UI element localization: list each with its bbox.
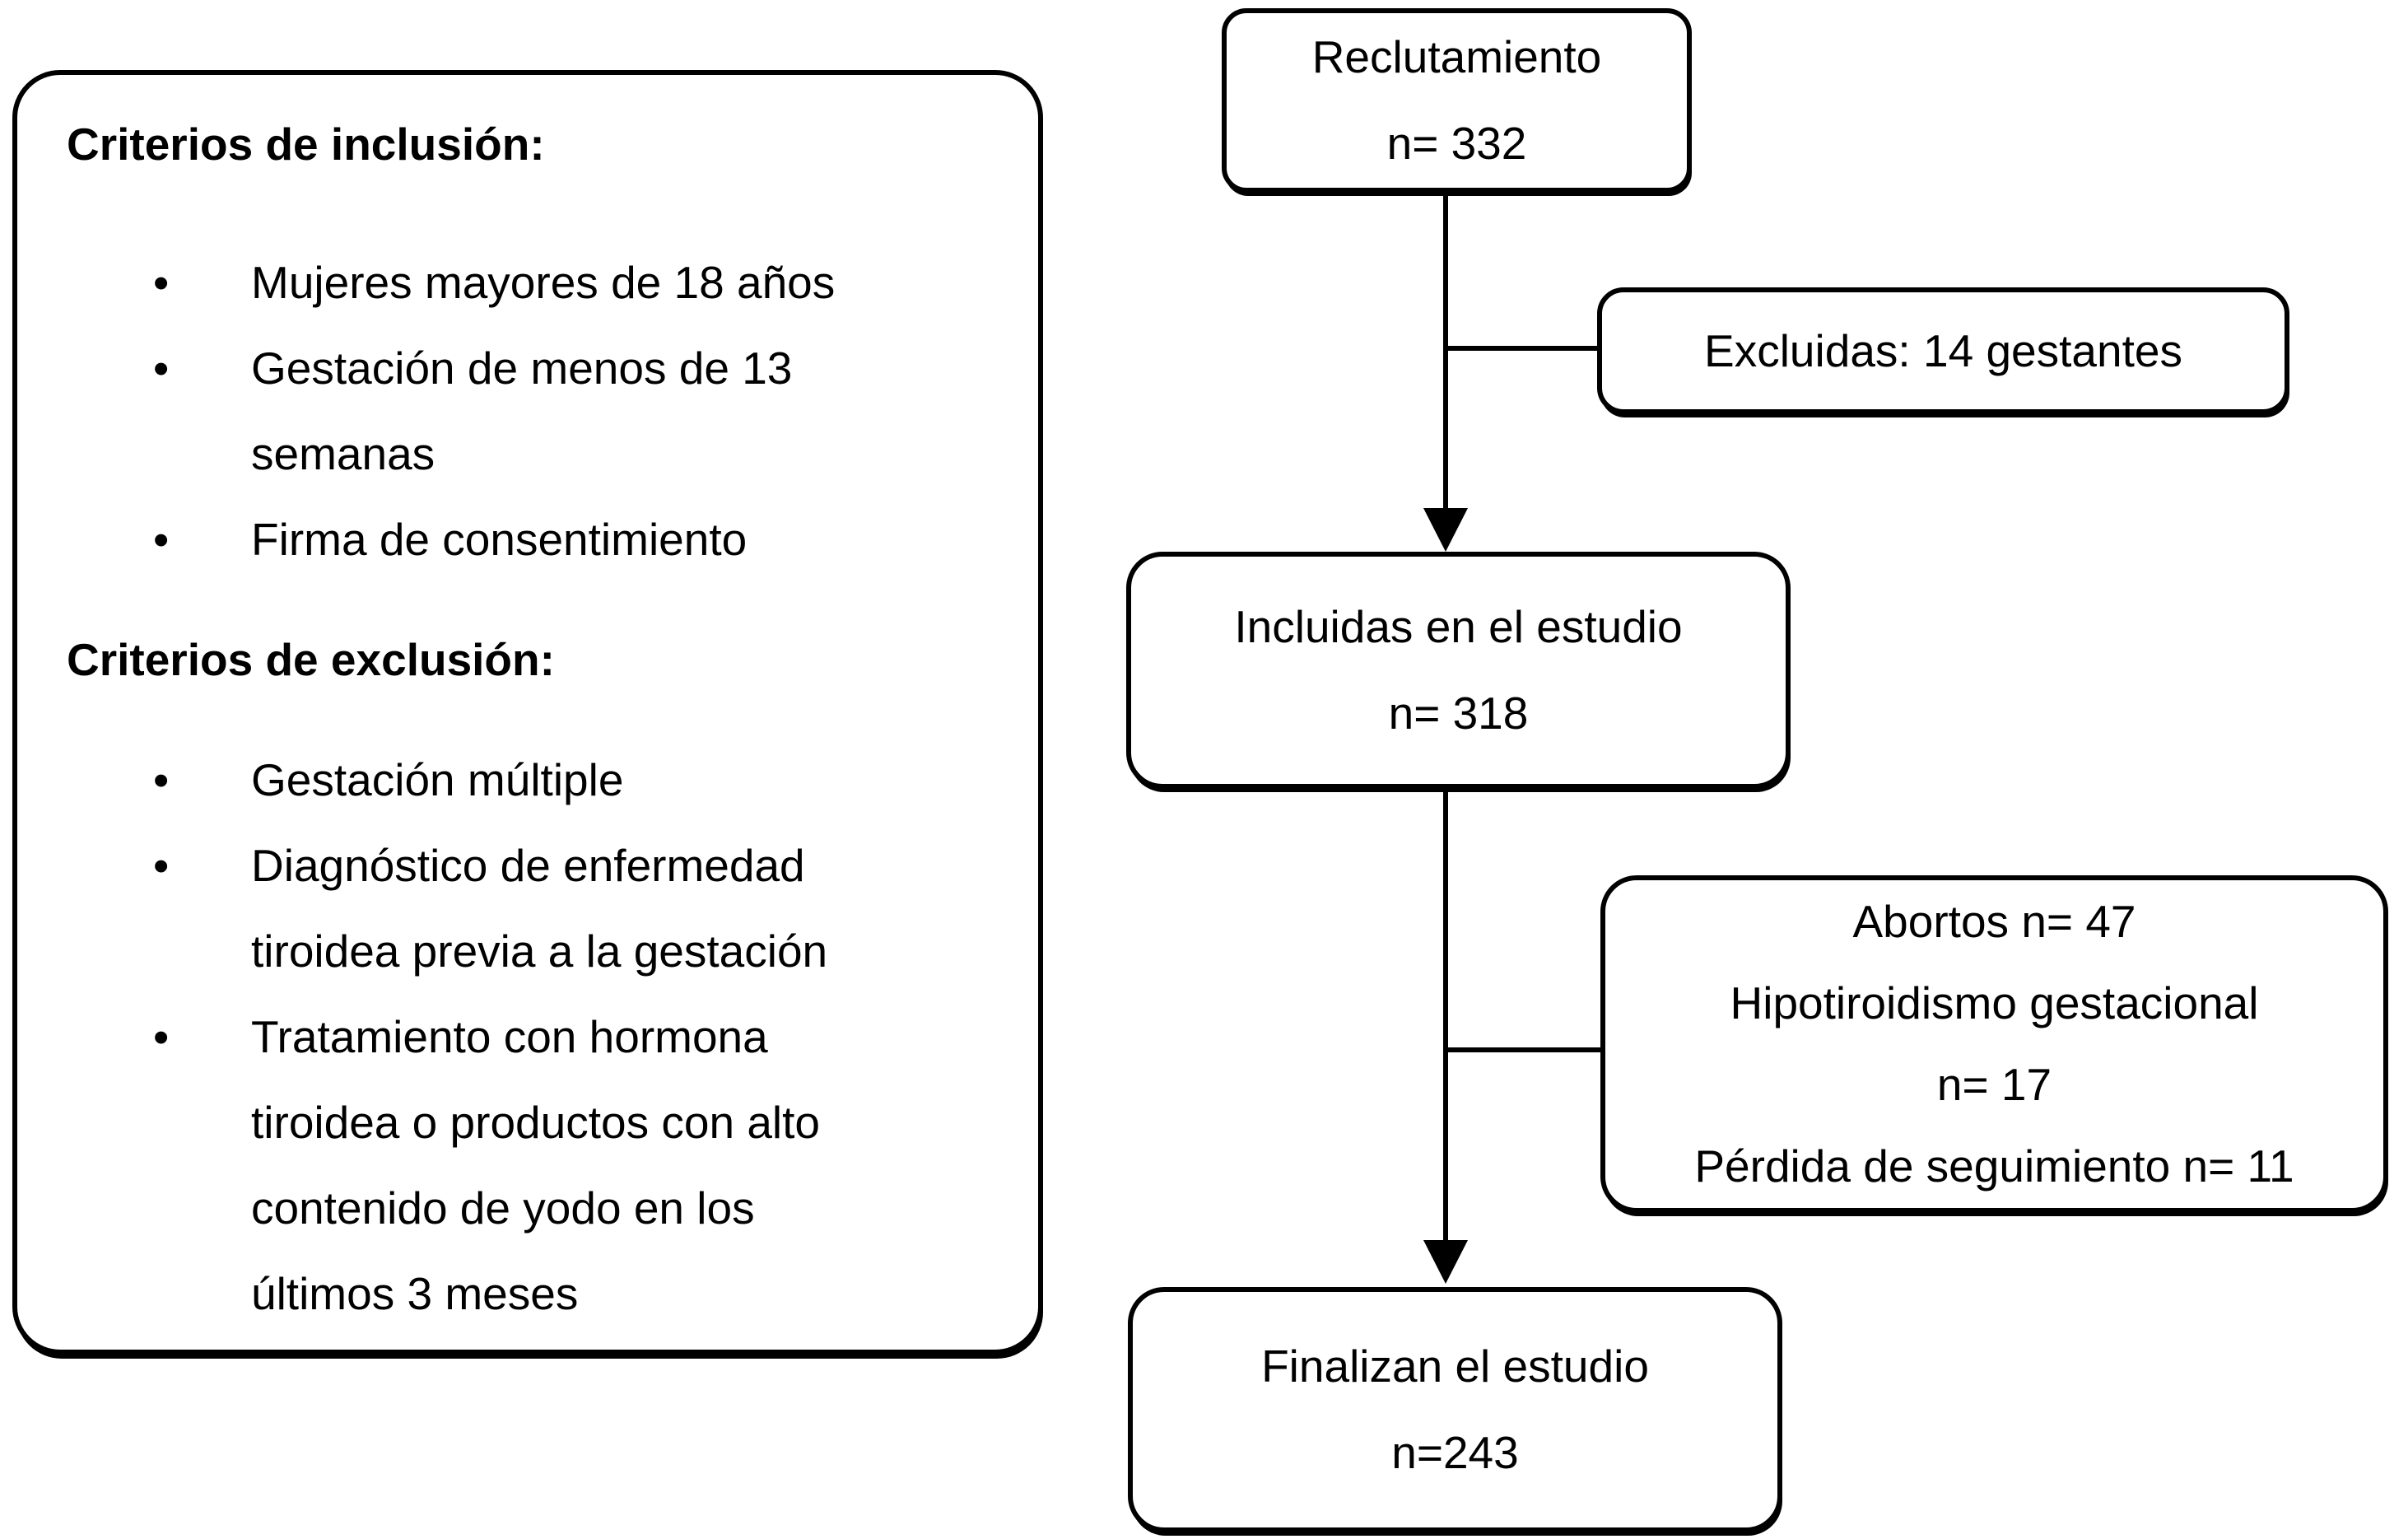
criteria-panel: Criterios de inclusión: • Mujeres mayore… (12, 70, 1043, 1355)
flow-node-finish: Finalizan el estudio n=243 (1128, 1287, 1782, 1532)
item-line: Firma de consentimiento (251, 514, 748, 565)
arrowhead-down-icon (1423, 1240, 1468, 1284)
node-line: Reclutamiento (1311, 31, 1602, 82)
exclusion-heading: Criterios de exclusión: (67, 634, 555, 685)
node-line: n= 17 (1936, 1059, 2052, 1110)
item-line: semanas (251, 428, 435, 479)
inclusion-item: • Mujeres mayores de 18 años (67, 240, 997, 325)
node-line: Finalizan el estudio (1261, 1341, 1649, 1392)
bullet-icon: • (153, 840, 170, 891)
exclusion-item: • Diagnóstico de enfermedad tiroidea pre… (67, 823, 997, 994)
inclusion-item: • Gestación de menos de 13 semanas (67, 325, 997, 497)
node-line: Excluidas: 14 gestantes (1704, 324, 2182, 376)
bullet-icon: • (153, 514, 170, 565)
flow-node-recruitment: Reclutamiento n= 332 (1222, 8, 1692, 193)
node-line: n=243 (1391, 1427, 1519, 1478)
item-line: Tratamiento con hormona (251, 1011, 768, 1062)
connector-branch-to-excluded (1443, 346, 1599, 351)
exclusion-item: • Gestación múltiple (67, 737, 997, 823)
bullet-icon: • (153, 1011, 170, 1062)
connector-included-to-finish (1443, 787, 1448, 1242)
exclusion-list: • Gestación múltiple • Diagnóstico de en… (67, 737, 997, 1336)
item-line: tiroidea previa a la gestación (251, 926, 828, 977)
bullet-icon: • (153, 754, 170, 805)
flow-node-included: Incluidas en el estudio n= 318 (1126, 552, 1791, 789)
connector-recruitment-to-included (1443, 191, 1448, 511)
node-line: Pérdida de seguimiento n= 11 (1694, 1140, 2294, 1192)
node-line: n= 332 (1386, 118, 1527, 169)
arrowhead-down-icon (1423, 508, 1468, 552)
node-line: Abortos n= 47 (1852, 896, 2136, 947)
bullet-icon: • (153, 343, 170, 394)
node-line: Hipotiroidismo gestacional (1730, 977, 2259, 1028)
item-line: Gestación de menos de 13 (251, 343, 793, 394)
bullet-icon: • (153, 257, 170, 308)
item-line: últimos 3 meses (251, 1268, 579, 1319)
flow-node-excluded: Excluidas: 14 gestantes (1597, 287, 2289, 414)
inclusion-item: • Firma de consentimiento (67, 497, 997, 582)
exclusion-item: • Tratamiento con hormona tiroidea o pro… (67, 994, 997, 1336)
item-line: Gestación múltiple (251, 754, 624, 805)
inclusion-heading: Criterios de inclusión: (67, 119, 545, 170)
item-line: contenido de yodo en los (251, 1182, 755, 1234)
node-line: Incluidas en el estudio (1234, 601, 1683, 652)
node-line: n= 318 (1388, 688, 1529, 739)
connector-branch-to-losses (1443, 1047, 1602, 1052)
flow-node-losses: Abortos n= 47 Hipotiroidismo gestacional… (1600, 875, 2388, 1213)
item-line: tiroidea o productos con alto (251, 1097, 820, 1148)
item-line: Diagnóstico de enfermedad (251, 840, 805, 891)
inclusion-list: • Mujeres mayores de 18 años • Gestación… (67, 240, 997, 582)
item-line: Mujeres mayores de 18 años (251, 257, 836, 308)
